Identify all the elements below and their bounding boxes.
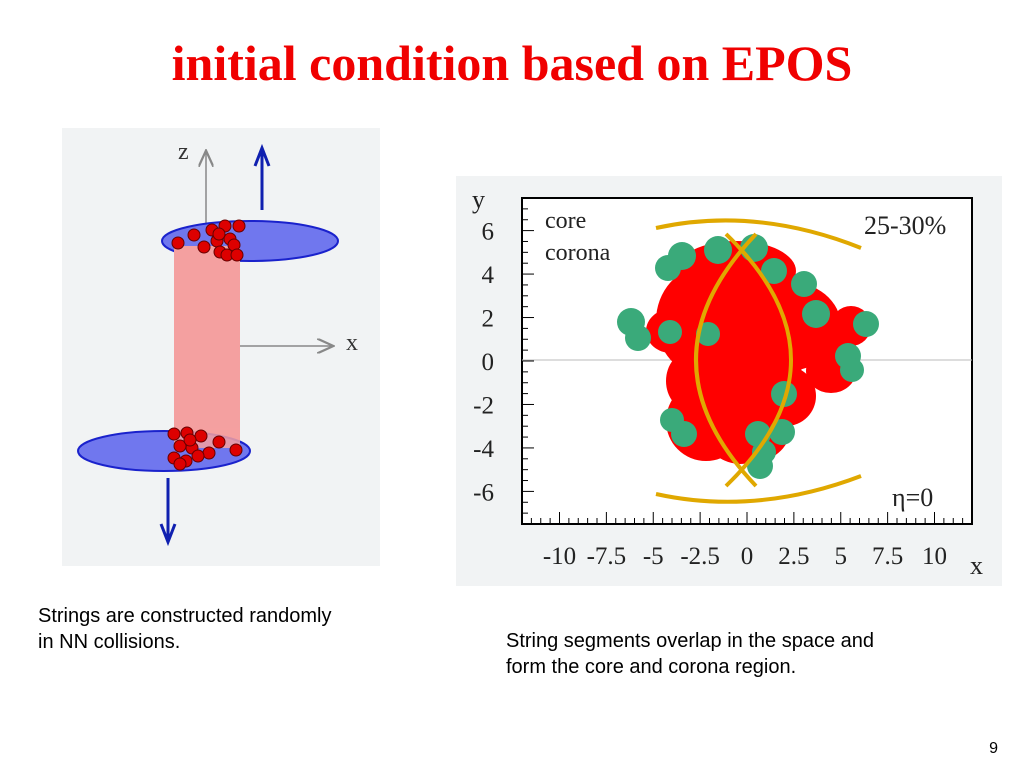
right-caption-line-1: String segments overlap in the space and [506,630,874,652]
x-tick-label: -10 [543,543,576,570]
x-axis-label: x [970,551,983,580]
core-corona-plot-panel: core corona 25-30% η=0 y x 6 4 2 0 -2 -4 -6 -1… [456,176,1002,586]
x-tick-label: 5 [835,543,848,570]
left-caption: Strings are constructed randomly in NN c… [38,603,438,655]
overlap-curves [655,218,862,504]
left-caption-line-1: Strings are constructed randomly [38,605,332,627]
x-tick-label: 7.5 [872,543,903,570]
y-tick-label: 6 [482,219,495,246]
y-tick-label: -6 [473,479,494,506]
x-axis-label: x [346,330,358,356]
y-tick-label: -4 [473,436,494,463]
x-tick-label: -5 [643,543,664,570]
y-tick-label: -2 [473,392,494,419]
core-corona-plot: core corona 25-30% η=0 y x 6 4 2 0 -2 -4 -6 -1… [472,185,983,580]
x-tick-label: 10 [922,543,947,570]
centrality-label: 25-30% [864,211,946,240]
right-caption-line-2: form the core and corona region. [506,656,797,678]
tick-marks [521,208,973,524]
x-tick-label: 2.5 [778,543,809,570]
corona-points [617,234,879,479]
legend-corona: corona [545,240,611,266]
bottom-nucleons [167,426,243,471]
string-diagram-panel: z x [62,128,380,566]
x-tick-label: -7.5 [587,543,627,570]
legend-core: core [545,208,586,234]
y-axis-label: y [472,185,485,214]
string-diagram: z x [77,139,358,547]
z-axis-label: z [178,139,189,165]
x-tick-label: 0 [741,543,754,570]
page-number: 9 [989,740,998,757]
y-tick-label: 2 [482,306,495,333]
right-caption: String segments overlap in the space and… [506,628,996,680]
downward-arrow [159,478,177,547]
upward-arrow [253,143,271,210]
string-tube [174,246,240,446]
top-nucleons [171,219,246,262]
x-tick-label: -2.5 [680,543,720,570]
eta-label: η=0 [892,483,933,512]
y-tick-labels: 6 4 2 0 -2 -4 -6 [473,219,494,507]
x-tick-labels: -10 -7.5 -5 -2.5 0 2.5 5 7.5 10 [543,543,947,570]
left-caption-line-2: in NN collisions. [38,631,181,653]
y-tick-label: 4 [482,262,495,289]
y-tick-label: 0 [482,349,495,376]
slide-title: initial condition based on EPOS [171,35,853,91]
